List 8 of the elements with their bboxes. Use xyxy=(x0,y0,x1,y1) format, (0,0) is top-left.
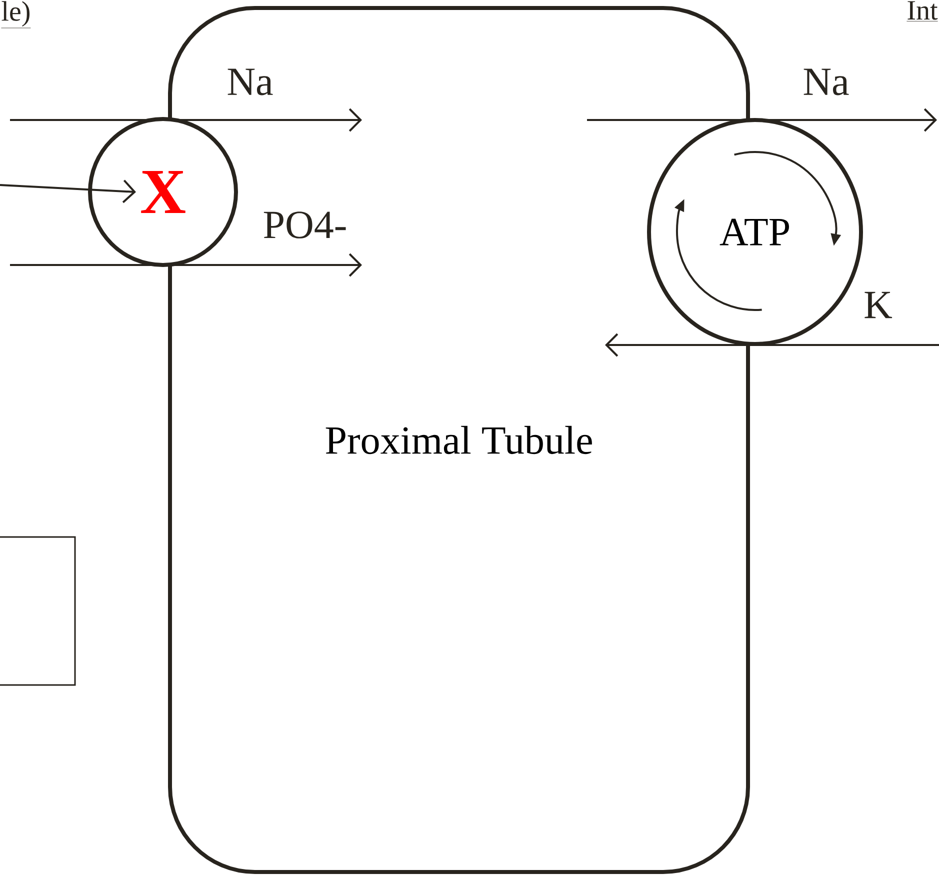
ion-label: K xyxy=(864,292,892,318)
heading: Int xyxy=(906,1,938,22)
ion-label: PO4- xyxy=(264,212,346,238)
ion-label: Na xyxy=(228,68,273,96)
heading: le) xyxy=(1,1,31,28)
ion-label: Na xyxy=(804,68,849,96)
empty-box xyxy=(0,536,76,686)
arrow xyxy=(0,180,136,204)
